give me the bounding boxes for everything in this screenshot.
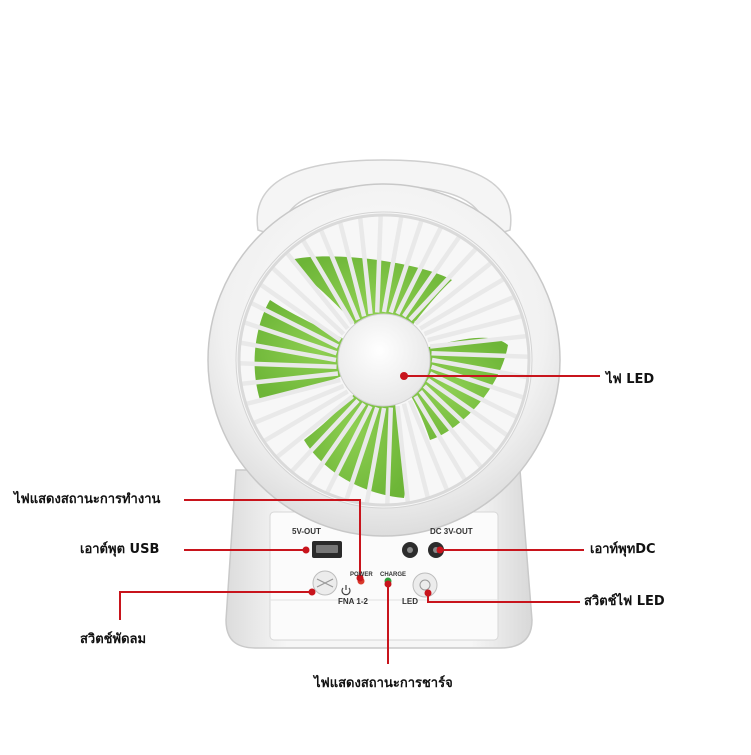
grille-spoke <box>289 398 360 474</box>
grille-spoke <box>262 389 349 444</box>
grille-spoke <box>408 246 479 322</box>
usb-port-label: 5V-OUT <box>292 527 321 536</box>
callout-line-status <box>184 499 361 578</box>
fan-hub <box>337 313 431 407</box>
callout-lines <box>119 375 600 664</box>
grille-spoke <box>337 221 367 317</box>
grille-spoke <box>364 407 387 505</box>
grille-spoke <box>413 395 468 482</box>
grille-spoke <box>427 313 523 343</box>
power-icon <box>341 585 351 596</box>
callout-usb-out: เอาต์พุต USB <box>80 542 160 557</box>
grille-spoke <box>426 378 509 438</box>
callout-dot-led-switch <box>424 589 432 597</box>
grille-spoke <box>249 300 339 349</box>
grille-spoke <box>240 371 339 387</box>
grille-spoke <box>418 389 484 469</box>
fan-grille <box>237 213 531 507</box>
callout-line-fan-switch <box>119 591 312 620</box>
grille-spoke <box>374 214 383 313</box>
grille-spoke <box>239 340 337 363</box>
grille-spoke <box>419 276 506 331</box>
grille-spoke <box>413 260 493 326</box>
grille-spoke <box>357 216 373 315</box>
callout-dot-status <box>356 574 364 582</box>
dc-port-label: DC 3V-OUT <box>430 527 473 536</box>
grille-spoke <box>385 407 394 506</box>
grille-spoke <box>431 357 529 380</box>
charge-label: CHARGE <box>380 572 407 578</box>
grille-spoke <box>407 399 450 492</box>
led-switch-label: LED <box>402 597 418 606</box>
fan-switch-knob <box>312 570 338 596</box>
grille-spoke <box>245 377 341 407</box>
callout-dot-dc <box>436 546 444 554</box>
grille-spoke <box>306 402 366 485</box>
callout-dot-usb <box>302 546 310 554</box>
grille-spoke <box>284 251 350 331</box>
grille-spoke <box>430 364 525 400</box>
callout-dc-out: เอาท์พุทDC <box>590 542 656 557</box>
callout-dot-fan-switch <box>308 588 316 596</box>
grille-spoke <box>318 228 361 321</box>
usb-port <box>312 541 342 558</box>
callout-led-switch: สวิตช์ไฟ LED <box>584 594 665 609</box>
grille-spoke <box>395 405 411 504</box>
grille-spoke <box>300 238 355 325</box>
grille-spoke <box>243 320 338 356</box>
grille-spoke <box>431 350 530 359</box>
grille-spoke <box>422 384 498 455</box>
grille-spoke <box>238 361 337 370</box>
grille-spoke <box>275 394 355 460</box>
led-switch-knob <box>412 572 438 598</box>
power-label: POWER <box>350 572 373 578</box>
grille-spoke <box>423 294 516 337</box>
callout-led-light: ไฟ LED <box>606 372 655 387</box>
carry-handle <box>256 159 512 240</box>
grille-spoke <box>402 235 462 318</box>
grille-ring <box>237 213 531 507</box>
dc-port-left <box>402 542 418 558</box>
callout-dot-led <box>400 372 408 380</box>
callout-charge-light: ไฟแสดงสถานะการชาร์จ <box>314 676 453 691</box>
grille-spoke <box>429 333 528 349</box>
fan-switch-label: FNA 1-2 <box>338 597 368 606</box>
grille-spoke <box>344 406 380 501</box>
callout-status-light: ไฟแสดงสถานะการทำงาน <box>14 492 161 507</box>
grille-spoke <box>252 383 345 426</box>
grille-spoke <box>259 282 342 342</box>
grille-spoke <box>388 219 424 314</box>
grille-spoke <box>381 215 404 313</box>
grille-spoke <box>395 225 444 315</box>
grille-spoke <box>429 371 519 420</box>
callout-dot-charge <box>384 580 392 588</box>
grille-spoke <box>401 403 431 499</box>
callout-dots <box>302 372 444 597</box>
grille-spoke <box>270 265 346 336</box>
grille-spoke <box>324 405 373 495</box>
callout-fan-switch: สวิตช์พัดลม <box>80 632 147 647</box>
